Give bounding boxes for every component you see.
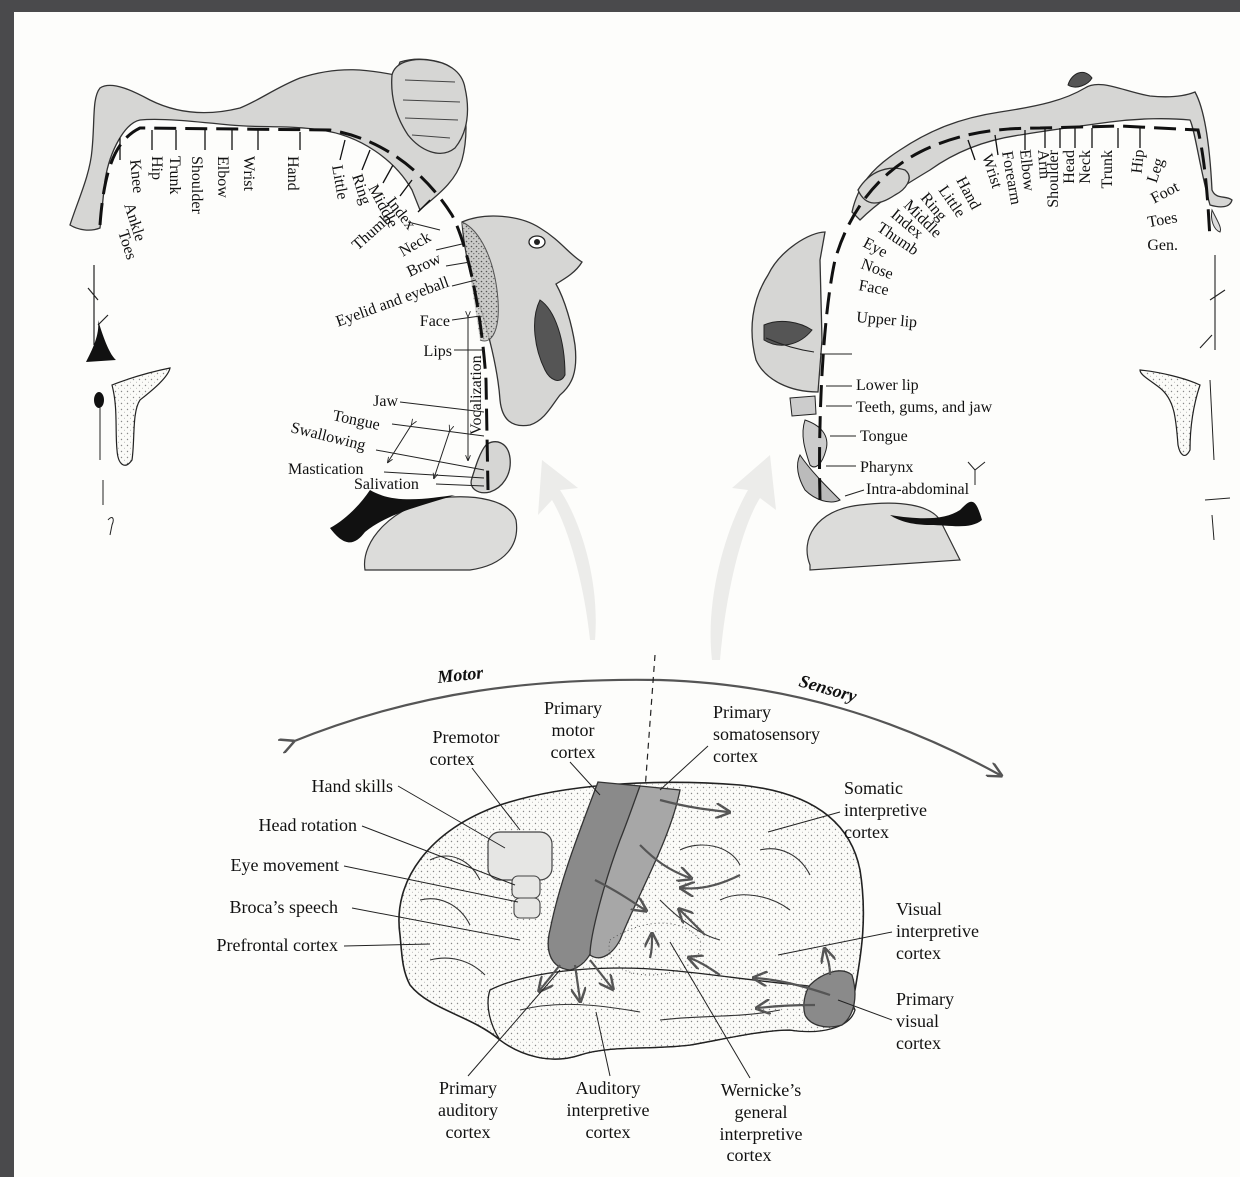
- sensory-big-arrow: [711, 455, 776, 660]
- svg-text:Primary: Primary: [439, 1078, 497, 1098]
- axis-label-sensory: Sensory: [797, 671, 860, 707]
- svg-text:motor: motor: [552, 720, 595, 740]
- svg-text:Primary: Primary: [896, 989, 954, 1009]
- motor-label-mastication: Mastication: [288, 461, 364, 478]
- svg-text:cortex: cortex: [727, 1145, 772, 1165]
- motor-big-arrow: [538, 460, 596, 640]
- svg-text:cortex: cortex: [896, 1033, 941, 1053]
- label-primary-somatosensory-cortex: Primary somatosensory cortex: [713, 702, 820, 766]
- sensory-label-lower-lip: Lower lip: [856, 377, 919, 394]
- motor-label-trunk: Trunk: [166, 156, 183, 195]
- svg-text:interpretive: interpretive: [844, 800, 927, 820]
- svg-text:cortex: cortex: [551, 742, 596, 762]
- sensory-label-trunk: Trunk: [1099, 150, 1116, 189]
- svg-text:cortex: cortex: [430, 749, 475, 769]
- svg-text:somatosensory: somatosensory: [713, 724, 820, 744]
- label-prefrontal-cortex: Prefrontal cortex: [217, 935, 338, 955]
- motor-tongue-figure: [471, 442, 510, 493]
- sensory-label-leg: Leg: [1144, 156, 1168, 185]
- svg-text:Premotor: Premotor: [433, 727, 500, 747]
- svg-text:cortex: cortex: [446, 1122, 491, 1142]
- sensory-label-upper-lip: Upper lip: [856, 309, 918, 331]
- svg-text:interpretive: interpretive: [720, 1124, 803, 1144]
- svg-text:Primary: Primary: [544, 698, 602, 718]
- sensory-label-pharynx: Pharynx: [860, 459, 913, 476]
- motor-label-wrist: Wrist: [240, 156, 257, 191]
- label-primary-visual-cortex: Primary visual cortex: [896, 989, 954, 1053]
- label-hand-skills: Hand skills: [311, 776, 393, 796]
- brain-lateral-view: [399, 782, 863, 1059]
- motor-label-jaw: Jaw: [373, 393, 398, 410]
- svg-text:cortex: cortex: [896, 943, 941, 963]
- sensory-face-figure: [752, 232, 825, 392]
- motor-label-elbow: Elbow: [214, 156, 231, 198]
- motor-label-little: Little: [328, 164, 351, 201]
- svg-text:interpretive: interpretive: [567, 1100, 650, 1120]
- sensory-label-intra-abdominal: Intra-abdominal: [866, 481, 970, 498]
- svg-text:general: general: [735, 1102, 788, 1122]
- svg-text:cortex: cortex: [586, 1122, 631, 1142]
- label-primary-motor-cortex: Primary motor cortex: [544, 698, 602, 762]
- motor-label-lips: Lips: [424, 343, 452, 360]
- sensory-label-teeth-gums-jaw: Teeth, gums, and jaw: [856, 399, 993, 416]
- motor-sensory-axis: [292, 680, 1000, 775]
- motor-label-face: Face: [420, 313, 450, 330]
- label-premotor-cortex: Premotor cortex: [430, 727, 500, 769]
- svg-text:Primary: Primary: [713, 702, 771, 722]
- sensory-label-hip: Hip: [1129, 149, 1148, 175]
- svg-text:cortex: cortex: [844, 822, 889, 842]
- motor-label-hip: Hip: [148, 156, 165, 180]
- motor-labels: Toes Ankle Knee Hip Trunk Shoulder Elbow…: [114, 156, 485, 493]
- label-somatic-interpretive-cortex: Somatic interpretive cortex: [844, 778, 927, 842]
- sensory-label-tongue: Tongue: [860, 428, 908, 445]
- sensory-label-shoulder: Shoulder: [1045, 149, 1062, 207]
- sensory-homunculus: Hand Little Ring Middle Index Thumb Eye …: [752, 72, 1232, 570]
- sensory-label-head: Head: [1061, 150, 1078, 184]
- motor-homunculus: Toes Ankle Knee Hip Trunk Shoulder Elbow…: [70, 59, 582, 570]
- label-head-rotation: Head rotation: [259, 815, 357, 835]
- svg-text:Wernicke’s: Wernicke’s: [721, 1080, 802, 1100]
- label-wernickes-area: Wernicke’s general interpretive cortex: [720, 1080, 803, 1165]
- hand-skills-area: [488, 832, 552, 880]
- motor-label-thumb: Thumb: [349, 210, 395, 254]
- svg-text:auditory: auditory: [438, 1100, 498, 1120]
- svg-text:Auditory: Auditory: [576, 1078, 641, 1098]
- sensory-label-neck: Neck: [1077, 150, 1094, 184]
- motor-label-shoulder: Shoulder: [188, 156, 205, 214]
- svg-text:visual: visual: [896, 1011, 939, 1031]
- svg-text:cortex: cortex: [713, 746, 758, 766]
- motor-label-hand: Hand: [284, 156, 301, 191]
- motor-label-knee: Knee: [126, 159, 146, 194]
- axis-label-motor: Motor: [435, 662, 485, 687]
- label-brocas-speech: Broca’s speech: [230, 897, 338, 917]
- sensory-label-gen: Gen.: [1147, 237, 1178, 254]
- motor-label-salivation: Salivation: [354, 476, 419, 493]
- sensory-label-toes: Toes: [1146, 209, 1178, 231]
- svg-text:Somatic: Somatic: [844, 778, 903, 798]
- label-primary-auditory-cortex: Primary auditory cortex: [438, 1078, 498, 1142]
- motor-label-vocalization: Vocalization: [468, 355, 485, 435]
- label-visual-interpretive-cortex: Visual interpretive cortex: [896, 899, 979, 963]
- svg-text:interpretive: interpretive: [896, 921, 979, 941]
- sensory-labels: Hand Little Ring Middle Index Thumb Eye …: [856, 149, 1183, 498]
- label-eye-movement: Eye movement: [231, 855, 339, 875]
- label-auditory-interpretive-cortex: Auditory interpretive cortex: [567, 1078, 650, 1142]
- svg-text:Visual: Visual: [896, 899, 942, 919]
